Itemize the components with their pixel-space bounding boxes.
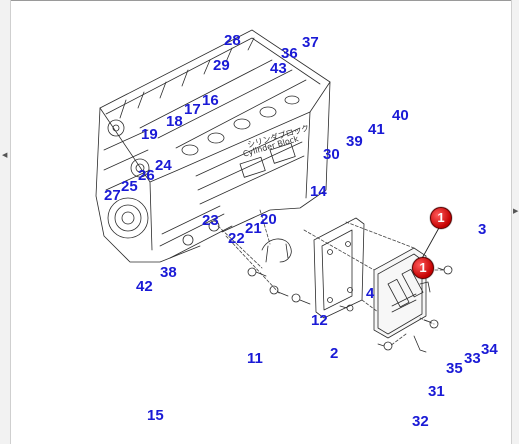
callout-32[interactable]: 32 xyxy=(412,413,429,430)
callout-31[interactable]: 31 xyxy=(428,383,445,400)
right-scroll-rail[interactable]: ▶ xyxy=(511,0,519,444)
left-scroll-rail[interactable]: ◀ xyxy=(0,0,11,444)
callout-27[interactable]: 27 xyxy=(104,187,121,204)
marker-leader-line xyxy=(419,225,441,263)
callout-4[interactable]: 4 xyxy=(366,285,375,302)
highlight-marker-1-lower[interactable]: 1 xyxy=(412,257,434,279)
callout-41[interactable]: 41 xyxy=(368,121,385,138)
right-arrow-icon[interactable]: ▶ xyxy=(513,208,519,215)
highlight-marker-1-upper[interactable]: 1 xyxy=(430,207,452,229)
callout-25[interactable]: 25 xyxy=(121,178,138,195)
viewer-top-border xyxy=(0,0,519,1)
callout-29[interactable]: 29 xyxy=(213,57,230,74)
callout-11[interactable]: 11 xyxy=(247,350,263,367)
mounting-bracket-drawing xyxy=(313,217,365,319)
callout-18[interactable]: 18 xyxy=(166,113,183,130)
hardware-parts xyxy=(247,238,453,351)
callout-26[interactable]: 26 xyxy=(138,167,155,184)
callout-33[interactable]: 33 xyxy=(464,350,481,367)
callout-28[interactable]: 28 xyxy=(224,32,241,49)
callout-42[interactable]: 42 xyxy=(136,278,153,295)
callout-17[interactable]: 17 xyxy=(184,101,201,118)
callout-38[interactable]: 38 xyxy=(160,264,177,281)
callout-24[interactable]: 24 xyxy=(155,157,172,174)
callout-39[interactable]: 39 xyxy=(346,133,363,150)
leader-lines xyxy=(217,209,445,347)
callout-43[interactable]: 43 xyxy=(270,60,287,77)
callout-40[interactable]: 40 xyxy=(392,107,409,124)
callout-23[interactable]: 23 xyxy=(202,212,219,229)
callout-30[interactable]: 30 xyxy=(323,146,340,163)
callout-15[interactable]: 15 xyxy=(147,407,164,424)
callout-19[interactable]: 19 xyxy=(141,126,158,143)
callout-21[interactable]: 21 xyxy=(245,220,262,237)
callout-12[interactable]: 12 xyxy=(311,312,328,329)
callout-37[interactable]: 37 xyxy=(302,34,319,51)
callout-16[interactable]: 16 xyxy=(202,92,219,109)
callout-2[interactable]: 2 xyxy=(330,345,339,362)
left-arrow-icon[interactable]: ◀ xyxy=(2,152,8,159)
callout-35[interactable]: 35 xyxy=(446,360,463,377)
callout-20[interactable]: 20 xyxy=(260,211,277,228)
callout-22[interactable]: 22 xyxy=(228,230,245,247)
callout-34[interactable]: 34 xyxy=(481,341,498,358)
callout-14[interactable]: 14 xyxy=(310,183,327,200)
callout-36[interactable]: 36 xyxy=(281,45,298,62)
cylinder-block-drawing xyxy=(95,29,331,263)
callout-3[interactable]: 3 xyxy=(478,221,487,238)
